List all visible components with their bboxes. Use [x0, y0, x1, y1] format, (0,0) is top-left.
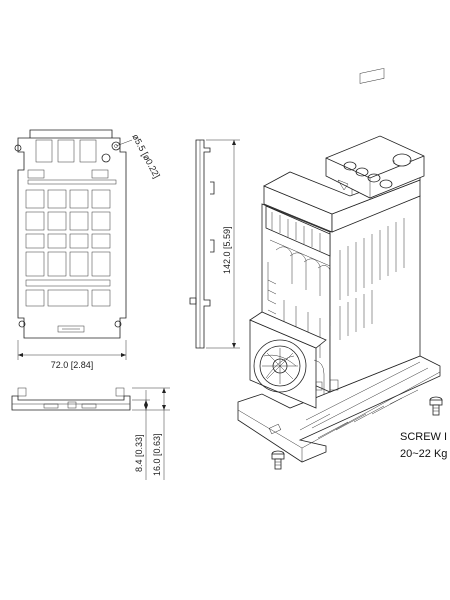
screw-note-label: SCREW I: [400, 431, 447, 443]
screw-rear: [429, 396, 443, 416]
thickness-small-label: 8.4 [0.33]: [134, 434, 144, 472]
dial-knob-icon: [392, 153, 412, 167]
mounting-plate-bottom-view: [11, 387, 131, 411]
mounting-plate-side-view: [189, 139, 215, 349]
hole-callout: ø5.5 [ø0.22]: [115, 132, 162, 180]
mount-hole-icon: [14, 144, 22, 152]
width-dimension-label: 72.0 [2.84]: [51, 360, 94, 370]
cooling-fan-icon: [253, 339, 307, 393]
thickness-dimensions: 8.4 [0.33] 16.0 [0.63]: [132, 387, 170, 480]
hole-dimension-label: ø5.5 [ø0.22]: [130, 132, 162, 180]
mounting-plate-front-view: [14, 129, 127, 339]
drive-isometric-view: [237, 68, 441, 463]
width-dimension: 72.0 [2.84]: [17, 340, 127, 370]
thickness-total-label: 16.0 [0.63]: [152, 433, 162, 476]
torque-note-label: 20~22 Kg: [400, 448, 447, 460]
screw-front: [271, 450, 285, 470]
height-dimension: 142.0 [5.59]: [206, 139, 240, 349]
height-dimension-label: 142.0 [5.59]: [222, 226, 232, 274]
